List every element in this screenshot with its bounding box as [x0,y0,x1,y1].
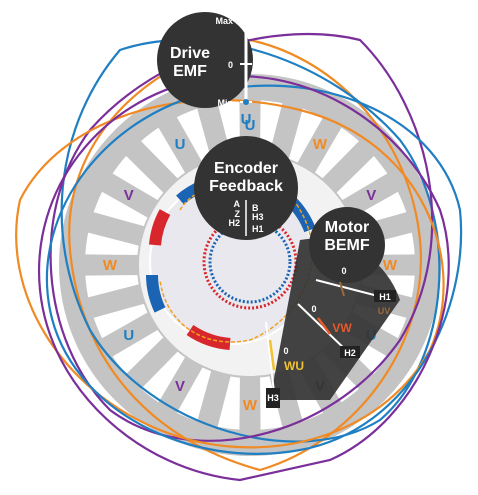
stator-phase-label: W [103,257,118,274]
bemf-scale-uv: 0 H1 UV [315,266,396,316]
stator-tooth [99,312,159,358]
stator-tooth [341,172,401,218]
encoder-ch-h3: H3 [252,212,264,222]
stator-phase-label: W [383,257,398,274]
drive-emf-hub: Drive EMF Max 0 Min U [157,12,253,128]
encoder-ch-z: Z [235,209,241,219]
bemf-wu-hall: H3 [267,393,279,403]
motor-bemf-hub: Motor BEMF 0 H1 UV 0 H2 VW 0 H3 WU [265,207,400,408]
stator-tooth [123,336,179,392]
coil-purple [49,32,434,442]
encoder-feedback-hub: Encoder Feedback A B Z H3 H2 H1 [194,136,298,240]
stator-tooth [99,172,159,218]
bemf-wu-label: WU [284,359,304,373]
stator-tooth [157,356,203,416]
encoder-ch-b: B [252,203,259,213]
encoder-ch-h2: H2 [228,218,240,228]
encoder-title-1: Encoder [214,160,278,177]
stator-tooth [85,211,145,246]
stator-tooth [157,114,203,174]
drive-emf-max: Max [215,16,233,26]
bemf-vw-hall: H2 [344,348,356,358]
bemf-scale-vw: 0 H2 VW [297,303,360,358]
stator-phase-label: W [313,136,328,153]
bemf-vw-zero: 0 [311,304,316,314]
stator-phase-label: V [366,187,376,204]
stator-phase-label: V [124,187,134,204]
bemf-uv-hall: H1 [379,292,391,302]
encoder-title-2: Feedback [209,178,283,195]
rotor-magnet-blue [146,274,166,313]
stator-tooth [269,100,304,160]
motor-bemf-title-1: Motor [325,219,369,236]
stator-phase-label: U [245,117,256,134]
encoder-ch-a: A [234,199,241,209]
stator-tooth [321,138,377,194]
stator-tooth [239,376,261,433]
bemf-uv-label: UV [378,306,391,316]
stator-tooth [123,138,179,194]
bemf-uv-zero: 0 [341,266,346,276]
stator-phase-label: U [175,136,186,153]
stator-tooth [85,284,145,319]
stator-tooth [297,114,343,174]
bemf-vw-label: VW [332,321,352,335]
coil-blue-2 [45,84,463,455]
stator-tooth [196,370,231,430]
rotor-magnet-red [149,209,171,246]
drive-emf-phase: U [241,111,252,128]
drive-emf-zero: 0 [228,60,233,70]
coil-orange [68,38,423,472]
drive-emf-min: Min [218,98,234,108]
stator-phase-label: V [175,378,185,395]
encoder-ch-h1: H1 [252,224,264,234]
drive-emf-title-2: EMF [173,63,207,80]
motor-bemf-title-2: BEMF [324,237,370,254]
bemf-scale-wu: 0 H3 WU [265,321,304,408]
stator-phase-label: U [123,327,134,344]
coil-blue [60,38,441,443]
stator-tooth [82,254,139,276]
drive-emf-title-1: Drive [170,45,210,62]
stator-phase-label: W [243,397,258,414]
bemf-wu-zero: 0 [283,346,288,356]
